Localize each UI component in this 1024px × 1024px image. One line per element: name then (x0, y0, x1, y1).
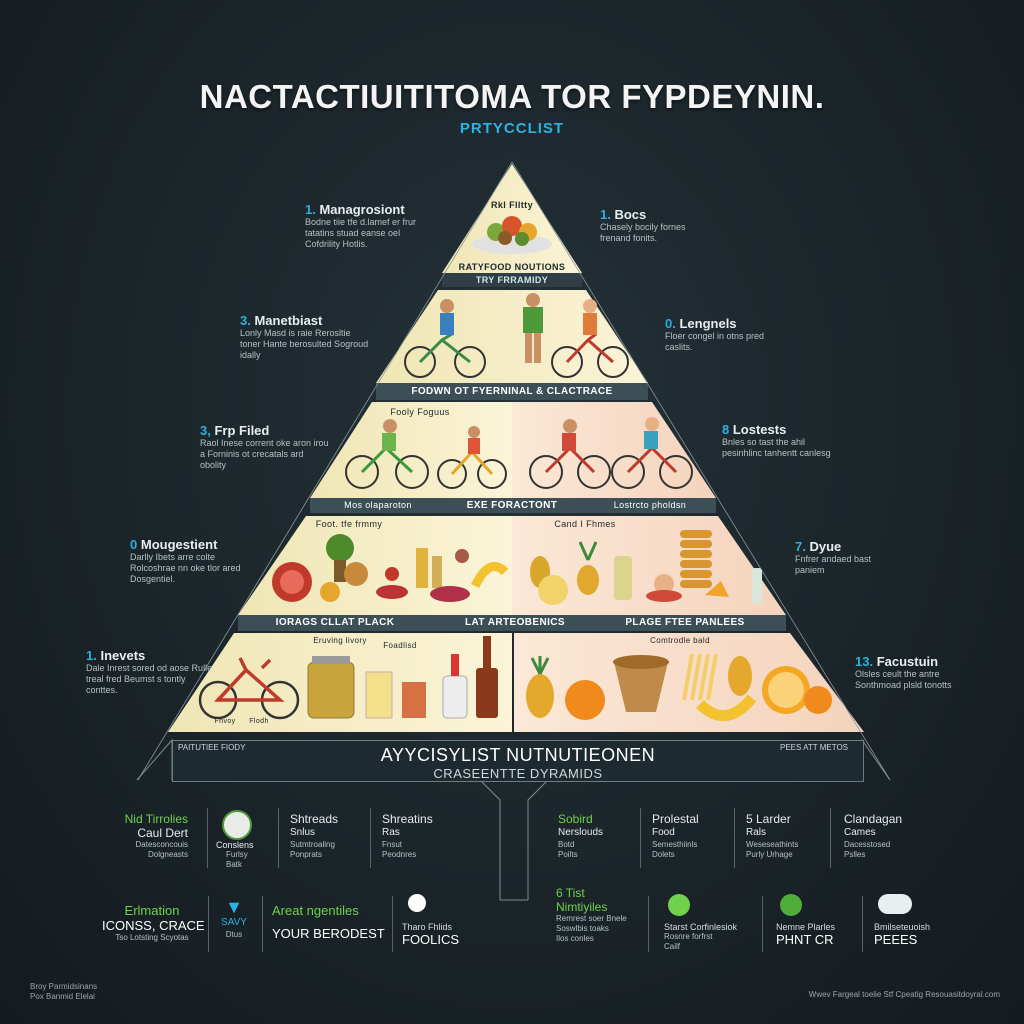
funnel-left (479, 779, 501, 900)
orange-icon (565, 680, 605, 720)
funnel-right (527, 779, 549, 900)
tier-3-right (512, 402, 716, 498)
tier-2-label: FODWN OT FYERNINAL & CLACTRACE (411, 386, 613, 397)
grid-cell: Areat ngentiles YOUR BERODEST (272, 903, 385, 942)
tier-5-caption-mid: Foadlisd (383, 641, 417, 650)
tier-3-caption: Fooly Foguus (390, 407, 450, 417)
pasta-icon (682, 653, 718, 701)
note-left-1: 1. Managrosiont Bodne tiie tfe d.lamef e… (305, 202, 417, 249)
cyclist-icon (551, 299, 629, 378)
tier-3-label-right: Lostrcto pholdsn (613, 500, 687, 510)
grid-cell: Prolestal Food Semesthiinls Dolets (652, 812, 699, 859)
cyclist-icon (437, 426, 507, 489)
pie-icon (222, 810, 252, 840)
page-subtitle: PRTYCCLIST (459, 120, 565, 137)
badge-icon (408, 894, 426, 912)
tier-3-label-center: EXE FORACTONT (466, 500, 558, 511)
grid-cell: Nid Tirrolies Caul Dert Datesconcouis Do… (124, 812, 188, 859)
citrus-slice-icon (762, 666, 832, 714)
banana-icon (696, 656, 757, 722)
bicycle-icon (198, 657, 300, 720)
vegetables-icon (272, 534, 509, 602)
page-title: NACTACTIUITITOMA TOR FYPDEYNIN. (199, 78, 825, 115)
grid-cell: 5 Larder Rals Weseseathints Purly Urhage (746, 812, 799, 859)
grid-cell: 6 Tist Nimtiyiles Remrest soer Bnele Sos… (556, 886, 627, 943)
tier-4-label-left: IORAGS CLLAT PLACK (275, 617, 395, 628)
jar-icon (307, 656, 355, 719)
tier-5-caption-left: Eruving livory (313, 636, 367, 645)
tier-2-band (376, 383, 648, 400)
bottle-icon (442, 636, 498, 719)
grid-cell: Nemne Plarles PHNT CR (776, 922, 836, 947)
tier-5-caption-right: Comtrodle bald (650, 636, 710, 645)
base-title: AYYCISYLIST NUTNUTIEONEN (380, 745, 656, 765)
grid-cell: ▼ SAVY Dtus (221, 897, 247, 939)
note-right-1: 1. Bocs Chasely bocily fornes frenand fo… (600, 207, 686, 243)
tier-1-caption: Rkl Flltty (490, 200, 533, 210)
cloud-icon (878, 894, 912, 914)
note-right-4: 7. Dyue Fnfrer andaed bast paniem (795, 539, 872, 575)
basket-icon (613, 655, 669, 712)
grid-cell: Tharo Fhlids FOOLICS (402, 922, 460, 947)
grid-cell: Conslens Furlsy Batk (216, 840, 254, 869)
cyclist-icon (345, 419, 429, 489)
tier-4-band (238, 615, 786, 631)
tier-4-label-center: LAT ARTEOBENICS (465, 617, 565, 628)
grid-cell: Shreatins Ras Fnsut Peodnres (382, 812, 433, 859)
tier-1-sublabel: TRY FRRAMIDY (475, 275, 549, 285)
cyclist-icon (529, 419, 611, 489)
tier-1-band (442, 273, 582, 287)
cyclist-icon (404, 299, 486, 378)
footer-left: Broy Parmidsinans Pox Banmid Elelai (30, 982, 98, 1001)
tier-3-band (310, 498, 716, 513)
note-left-3: 3, Frp Filed Raol Inese corrent oke aron… (200, 423, 329, 470)
base-tag-right: PEES ATT METOS (780, 743, 849, 752)
grid-cell: Bmilseteuoish PEEES (874, 922, 931, 947)
tier-4-label-right: PLAGE FTEE PANLEES (625, 617, 745, 628)
pineapple-icon (526, 656, 554, 718)
grid-cell: Shtreads Snlus Sutmtroaling Ponprats (290, 812, 339, 859)
note-right-2: 0. Lengnels Floer congel in otns pred ca… (665, 316, 765, 352)
note-right-3: 8 Lostests Bnles so tast the ahil pesinh… (722, 422, 831, 458)
tier-4-left (238, 516, 512, 615)
salad-bowl-icon (472, 216, 552, 254)
tier-3-left (310, 402, 512, 498)
tier-3-label-left: Mos olaparoton (344, 500, 412, 510)
note-right-5: 13. Facustuin Olsles ceult the antre Son… (855, 654, 952, 690)
note-left-2: 3. Manetbiast Lonly Masd is raie Reroslt… (240, 313, 369, 360)
note-left-5: 1. Inevets Dale Inrest sored od aose Rul… (86, 648, 213, 695)
cyclist-icon (611, 417, 693, 489)
grid-cell: Erlmation ICONSS, CRACE Tso Lotsting Scy… (102, 903, 205, 943)
base-banner (172, 740, 864, 782)
base-tag-left: PAITUTIEE FIODY (178, 743, 246, 752)
tier-4-caption-right: Cand I Fhmes (554, 519, 616, 529)
globe-icon (780, 894, 802, 916)
grid-cell: Starst Corfinlesiok Rosnre forfrst Cailf (664, 922, 738, 951)
leaf-icon (668, 894, 690, 916)
tier-5-label-mid: Flodh (249, 718, 269, 725)
arrow-down-icon: ▼ (225, 897, 243, 917)
grid-cell: Sobird Nerslouds Botd Poilts (558, 812, 604, 859)
tier-5-label-left: Fnvoy (214, 718, 236, 725)
footer-right: Wwev Fargeal toelie Stf Cpeatig Resouasi… (808, 990, 1000, 999)
tier-1-label: RATYFOOD NOUTIONS (458, 262, 566, 272)
base-subtitle: CRASEENTTE DYRAMIDS (433, 766, 603, 781)
note-left-4: 0 Mougestient Darlly Ibets arre colte Ro… (130, 537, 241, 584)
fruits-icon (530, 530, 762, 605)
grid-cell: Clandagan Cames Dacesstosed Pslles (844, 812, 903, 859)
tier-2 (376, 290, 648, 383)
person-icon (523, 293, 543, 363)
tier-4-caption-left: Foot. tfe frmmy (315, 519, 383, 529)
drink-glass-icon (365, 671, 426, 719)
